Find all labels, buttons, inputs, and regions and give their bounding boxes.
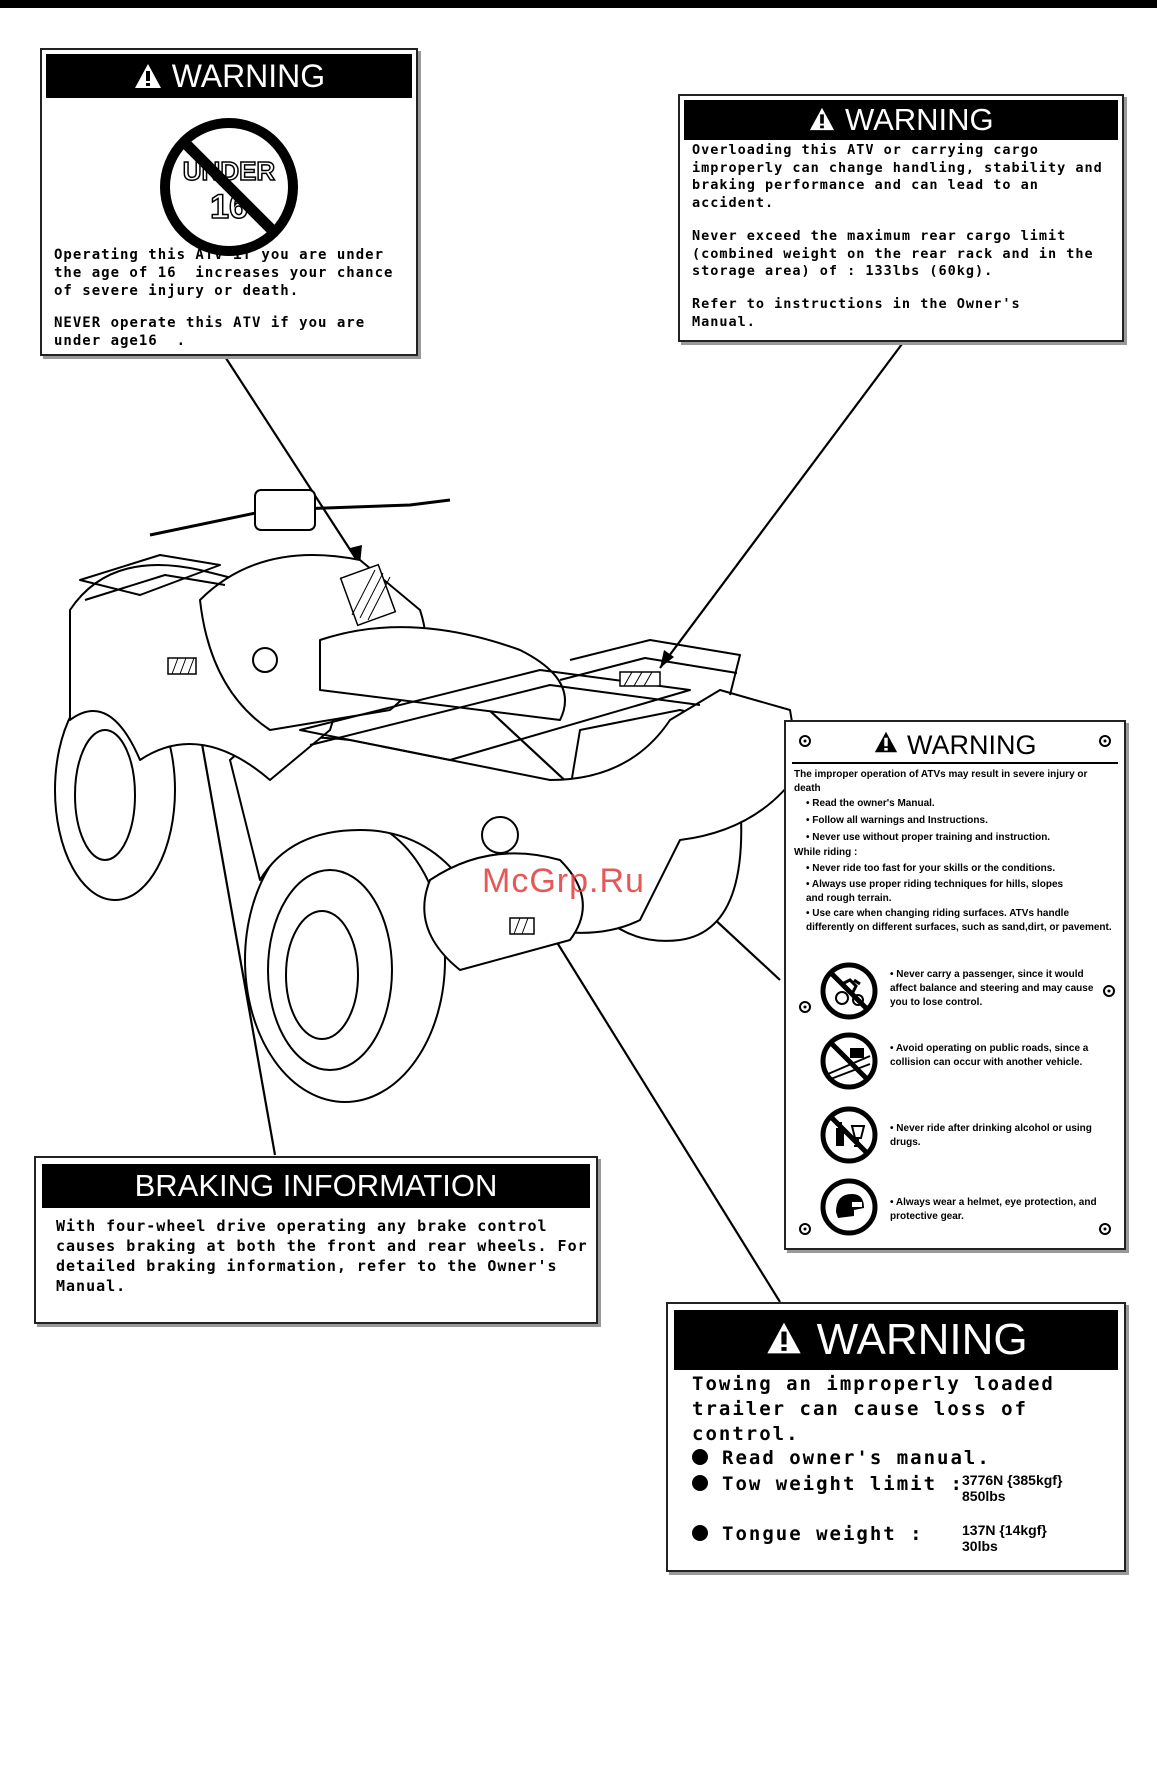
under-16-body: Operating this ATV if you are under the … xyxy=(54,247,403,299)
cargo-para-2: Never exceed the maximum rear cargo limi… xyxy=(692,228,1103,279)
warning-triangle-icon xyxy=(808,102,836,142)
warning-label-cargo: WARNING Overloading this ATV or carrying… xyxy=(678,94,1124,342)
rivet-icon xyxy=(799,735,811,747)
under-16-never: NEVER operate this ATV if you are under … xyxy=(54,314,410,350)
warning-triangle-icon xyxy=(133,57,163,101)
riding-bullet: • Never ride too fast for your skills or… xyxy=(806,863,1056,874)
rivet-icon xyxy=(1103,985,1115,997)
cargo-para-1: Overloading this ATV or carrying cargo i… xyxy=(692,142,1112,211)
tow-weight-value: 3776N {385kgf}850lbs xyxy=(962,1472,1063,1504)
riding-bullet: • Always use proper riding techniques fo… xyxy=(806,879,1064,904)
towing-item-1: Read owner's manual. xyxy=(692,1446,991,1471)
riding-bullet: • Use care when changing riding surfaces… xyxy=(806,908,1112,933)
watermark: McGrp.Ru xyxy=(482,862,645,900)
rivet-icon xyxy=(1099,735,1111,747)
warning-label-under-16: WARNING UNDER 16 Operating this ATV if y… xyxy=(40,48,418,356)
pictogram-text: • Never carry a passenger, since it woul… xyxy=(890,969,1094,1008)
pictogram-text: • Avoid operating on public roads, since… xyxy=(890,1043,1089,1068)
operation-intro: The improper operation of ATVs may resul… xyxy=(794,769,1088,794)
never-rest: operate this ATV if you are under age16 … xyxy=(54,315,375,349)
rivet-icon xyxy=(1099,1223,1111,1235)
pictogram-text: • Always wear a helmet, eye protection, … xyxy=(890,1197,1097,1222)
towing-intro: Towing an improperly loaded trailer can … xyxy=(692,1373,1069,1445)
atv-body xyxy=(54,489,801,1103)
warning-heading: WARNING xyxy=(684,100,1118,140)
towing-item-2: Tow weight limit : xyxy=(692,1472,964,1497)
warning-heading: WARNING xyxy=(46,54,412,98)
warning-label-operation: WARNING The improper operation of ATVs m… xyxy=(784,720,1126,1250)
rivet-icon xyxy=(799,1223,811,1235)
rivet-icon xyxy=(799,1001,811,1013)
braking-heading: BRAKING INFORMATION xyxy=(42,1164,590,1208)
warning-triangle-icon xyxy=(764,1312,804,1372)
cargo-para-3: Refer to instructions in the Owner's Man… xyxy=(692,296,1030,330)
while-riding: While riding : xyxy=(794,847,858,858)
never-word: NEVER xyxy=(54,315,102,331)
pictogram-text: • Never ride after drinking alcohol or u… xyxy=(890,1123,1092,1148)
bullet-icon xyxy=(692,1449,708,1465)
bullet-icon xyxy=(692,1525,708,1541)
tongue-weight-value: 137N {14kgf}30lbs xyxy=(962,1522,1047,1554)
under-16-prohibition-icon: UNDER 16 xyxy=(160,118,298,256)
operation-bullet: • Follow all warnings and Instructions. xyxy=(806,815,988,826)
no-passenger-icon xyxy=(820,962,878,1020)
warning-heading: WARNING xyxy=(674,1310,1118,1370)
helmet-icon xyxy=(820,1178,878,1236)
hatching xyxy=(171,569,653,935)
no-public-roads-icon xyxy=(820,1032,878,1090)
braking-information-label: BRAKING INFORMATION With four-wheel driv… xyxy=(34,1156,598,1324)
warning-triangle-icon xyxy=(873,730,907,760)
no-alcohol-icon xyxy=(820,1106,878,1164)
towing-item-3: Tongue weight : xyxy=(692,1522,924,1547)
warning-heading: WARNING xyxy=(786,728,1124,762)
bullet-icon xyxy=(692,1475,708,1491)
warning-label-towing: WARNING Towing an improperly loaded trai… xyxy=(666,1302,1126,1572)
operation-bullet: • Read the owner's Manual. xyxy=(806,798,935,809)
operation-bullet: • Never use without proper training and … xyxy=(806,832,1051,843)
top-rule xyxy=(0,0,1157,8)
braking-body: With four-wheel drive operating any brak… xyxy=(56,1217,598,1295)
